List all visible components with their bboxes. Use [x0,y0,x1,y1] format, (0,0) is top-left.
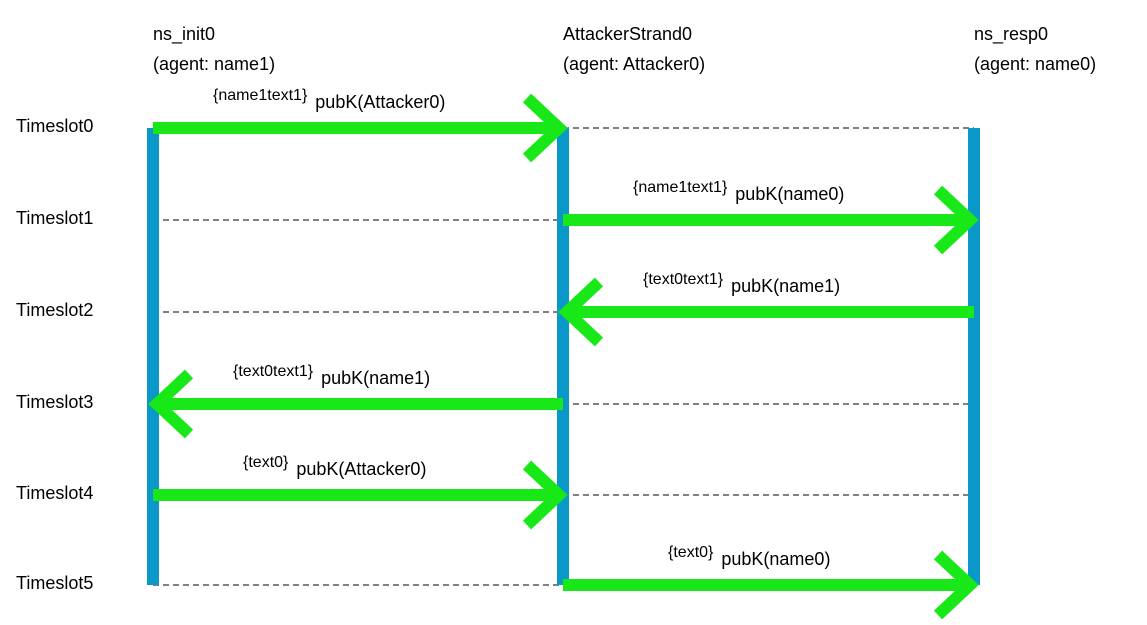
message-arrow [153,93,568,163]
message-arrow [563,550,979,620]
message-key: pubK(name0) [735,184,844,204]
strand-name: ns_init0 [153,24,215,45]
strand-agent: (agent: Attacker0) [563,54,705,74]
arrowhead-icon [522,93,568,163]
message-content: {name1text1} [213,87,308,104]
message-content: {name1text1} [633,179,728,196]
message-key: pubK(name1) [321,368,430,388]
lifeline [557,128,569,585]
timeslot-label: Timeslot4 [16,483,93,503]
lifeline [147,128,159,585]
timeslot-label: Timeslot3 [16,392,93,412]
message-content: {text0} [668,544,714,561]
arrowhead-icon [522,460,568,530]
message-content: {text0} [243,454,289,471]
message-arrow [153,460,568,530]
arrowhead-icon [558,277,604,347]
strand-name: ns_resp0 [974,24,1048,45]
message-arrow [563,185,979,255]
timeslot-label: Timeslot2 [16,300,93,320]
lifeline [968,128,980,585]
arrowhead-icon [148,369,194,439]
message-content: {text0text1} [643,271,724,288]
message-key: pubK(Attacker0) [315,92,445,112]
arrowhead-icon [933,185,979,255]
message-key: pubK(Attacker0) [296,459,426,479]
strand-agent: (agent: name0) [974,54,1096,74]
message-key: pubK(name1) [731,276,840,296]
message-arrow [148,369,563,439]
message-arrow [558,277,974,347]
arrowhead-icon [933,550,979,620]
timeslot-label: Timeslot5 [16,573,93,593]
message-content: {text0text1} [233,363,314,380]
strand-agent: (agent: name1) [153,54,275,74]
timeslot-label: Timeslot1 [16,208,93,228]
message-key: pubK(name0) [721,549,830,569]
timeslot-label: Timeslot0 [16,116,93,136]
strand-name: AttackerStrand0 [563,24,692,44]
